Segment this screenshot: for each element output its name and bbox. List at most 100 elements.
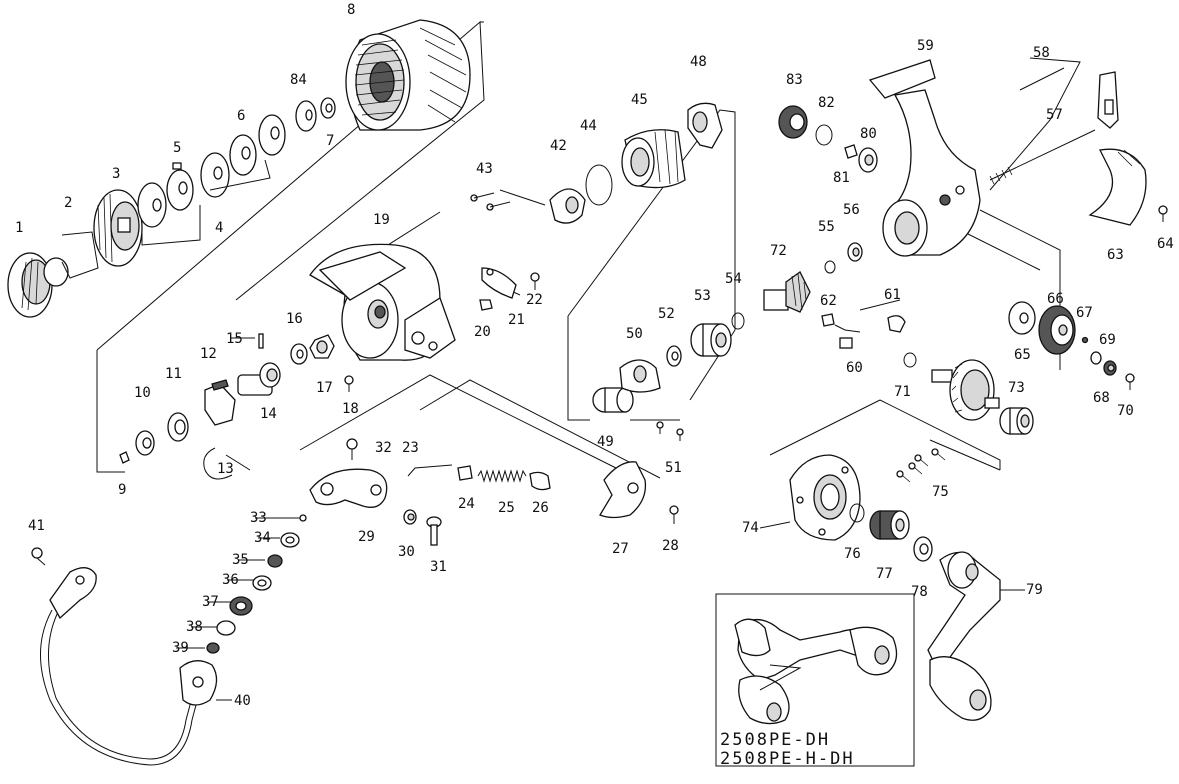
part-60-62-stopper: [821, 313, 906, 349]
part-70-screw: [1125, 373, 1135, 390]
part-22-screw: [530, 272, 540, 290]
part-label-58: 58: [1033, 45, 1050, 61]
part-label-80: 80: [860, 126, 877, 142]
part-63-body-cover: [1088, 148, 1147, 226]
part-84-washer: [295, 100, 317, 132]
part-label-20: 20: [474, 324, 491, 340]
part-label-17: 17: [316, 380, 333, 396]
part-32-screw: [346, 438, 358, 460]
part-21-bail-trip-lever: [481, 267, 517, 299]
part-58-oscillation-slider: [1097, 71, 1119, 129]
part-label-49: 49: [597, 434, 614, 450]
part-label-6: 6: [237, 108, 245, 124]
part-label-30: 30: [398, 544, 415, 560]
part-label-28: 28: [662, 538, 679, 554]
part-42-retainer: [549, 188, 586, 224]
part-label-55: 55: [818, 219, 835, 235]
part-48-cap: [687, 102, 723, 149]
part-17-nut: [309, 334, 335, 359]
part-label-9: 9: [118, 482, 126, 498]
part-label-15: 15: [226, 331, 243, 347]
part-3-drag-washer-housing: [93, 189, 143, 267]
part-14-clutch-shaft: [237, 362, 281, 396]
part-label-76: 76: [844, 546, 861, 562]
part-label-43: 43: [476, 161, 493, 177]
part-57-shaft: [989, 129, 1096, 185]
part-label-5: 5: [173, 140, 181, 156]
part-26-plunger: [529, 471, 551, 491]
part-label-79: 79: [1026, 582, 1043, 598]
part-68-washer: [1090, 351, 1102, 365]
part-label-2: 2: [64, 195, 72, 211]
part-label-52: 52: [658, 306, 675, 322]
part-label-75: 75: [932, 484, 949, 500]
part-label-65: 65: [1014, 347, 1031, 363]
part-83-gear: [778, 105, 808, 139]
part-10-bushing: [135, 430, 155, 456]
part-label-67: 67: [1076, 305, 1093, 321]
part-label-7: 7: [326, 133, 334, 149]
inset-caption-line-1: 2508PE-DH: [720, 730, 830, 750]
part-20-clip: [479, 299, 493, 311]
part-label-36: 36: [222, 572, 239, 588]
part-label-42: 42: [550, 138, 567, 154]
part-label-19: 19: [373, 212, 390, 228]
part-label-81: 81: [833, 170, 850, 186]
part-label-72: 72: [770, 243, 787, 259]
part-label-69: 69: [1099, 332, 1116, 348]
part-label-13: 13: [217, 461, 234, 477]
part-40-bail-wire: [40, 609, 218, 766]
part-label-78: 78: [911, 584, 928, 600]
part-58-pin: [1019, 67, 1065, 91]
part-label-66: 66: [1047, 291, 1064, 307]
part-7-washer: [320, 97, 336, 119]
part-label-61: 61: [884, 287, 901, 303]
part-label-8: 8: [347, 2, 355, 18]
part-55-ring: [824, 260, 836, 274]
part-label-11: 11: [165, 366, 182, 382]
part-29-bail-arm-left: [309, 468, 388, 508]
part-label-51: 51: [665, 460, 682, 476]
part-67-pin: [1081, 336, 1089, 344]
part-79-handle: [927, 551, 1001, 721]
part-label-56: 56: [843, 202, 860, 218]
part-label-23: 23: [402, 440, 419, 456]
part-label-77: 77: [876, 566, 893, 582]
part-label-29: 29: [358, 529, 375, 545]
part-label-40: 40: [234, 693, 251, 709]
part-label-63: 63: [1107, 247, 1124, 263]
part-31-screw: [426, 516, 442, 546]
part-label-3: 3: [112, 166, 120, 182]
part-label-70: 70: [1117, 403, 1134, 419]
part-1-drag-knob: [7, 252, 69, 318]
part-53-bearing: [690, 323, 732, 357]
part-label-74: 74: [742, 520, 759, 536]
part-label-22: 22: [526, 292, 543, 308]
part-12-clutch-cam: [204, 379, 236, 426]
part-label-39: 39: [172, 640, 189, 656]
part-66-gear: [1038, 305, 1076, 355]
part-13-spring: [203, 447, 233, 480]
part-label-73: 73: [1008, 380, 1025, 396]
part-label-37: 37: [202, 594, 219, 610]
part-65-washer: [1008, 301, 1036, 335]
part-54-washer: [731, 312, 745, 330]
part-label-60: 60: [846, 360, 863, 376]
part-label-25: 25: [498, 500, 515, 516]
part-49-collar: [592, 387, 634, 413]
part-81-clip: [844, 144, 858, 159]
parts-33-39-line-roller-stack: [206, 514, 307, 654]
inset-double-handle-box: 2508PE-DH 2508PE-H-DH: [715, 593, 915, 769]
part-15-pin: [258, 333, 264, 349]
part-label-18: 18: [342, 401, 359, 417]
part-51-screws: [656, 421, 684, 441]
part-label-45: 45: [631, 92, 648, 108]
part-label-26: 26: [532, 500, 549, 516]
part-56-bearing: [847, 242, 863, 262]
part-18-screw: [344, 375, 354, 392]
part-label-21: 21: [508, 312, 525, 328]
part-label-82: 82: [818, 95, 835, 111]
part-82-washer: [815, 124, 833, 146]
part-25-spring: [477, 469, 527, 483]
